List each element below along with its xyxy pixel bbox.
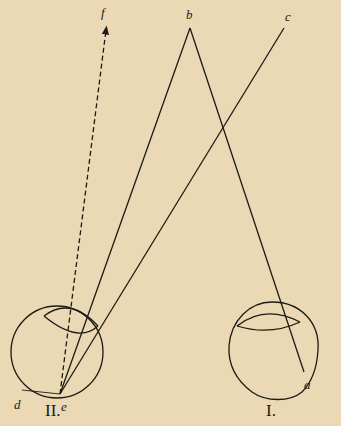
- lens-back: [237, 322, 300, 330]
- point-letter: d: [14, 398, 21, 411]
- point-letter: a: [304, 378, 311, 391]
- visual-ray: [60, 28, 284, 394]
- projected-ray: [60, 30, 106, 394]
- eye-outline: [229, 302, 318, 400]
- lens-back: [44, 316, 98, 333]
- visual-ray: [60, 28, 190, 394]
- eye-number: I.: [266, 402, 276, 419]
- point-letter: b: [186, 8, 193, 21]
- eye-number: II.: [45, 402, 61, 419]
- eye-outline: [11, 306, 103, 398]
- point-letter: f: [101, 6, 105, 19]
- point-letter: c: [285, 10, 291, 23]
- point-letter: e: [61, 400, 67, 413]
- retina-mark: [22, 390, 60, 394]
- visual-ray: [190, 28, 304, 372]
- lens-front: [237, 314, 300, 326]
